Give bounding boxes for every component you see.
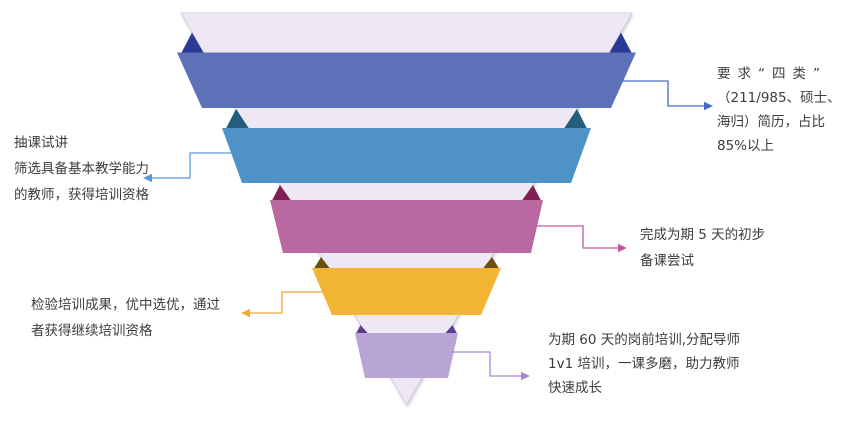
- funnel-band-4-fold-right-icon: [483, 257, 499, 269]
- connector-left-upper-arrowhead-icon: [143, 173, 152, 183]
- connector-left-upper: [152, 152, 232, 179]
- annotation-right-top: 要求“四类” （211/985、硕士、 海归）简历，占比 85%以上: [717, 62, 859, 158]
- connector-left-lower: [250, 291, 323, 314]
- funnel-band-3-fold-left-icon: [272, 185, 291, 201]
- annotation-line: 完成为期 5 天的初步: [640, 227, 766, 243]
- annotation-line: 抽课试讲: [14, 135, 68, 151]
- funnel-band-2-fold-right-icon: [564, 109, 587, 129]
- annotation-line: 筛选具备基本教学能力: [14, 161, 149, 177]
- funnel-band-1-fold-right-icon: [609, 32, 632, 54]
- annotation-line: 85%以上: [717, 138, 775, 154]
- annotation-right-bottom: 为期 60 天的岗前培训,分配导师 1v1 培训，一课多磨，助力教师 快速成长: [548, 328, 740, 400]
- annotation-line: 检验培训成果，优中选优，通过: [31, 297, 220, 313]
- annotation-line: 备课尝试: [640, 253, 694, 269]
- funnel-band-4: [312, 268, 501, 315]
- funnel-band-1-fold-left-icon: [181, 32, 204, 54]
- funnel-band-5: [355, 333, 458, 378]
- annotation-line: 海归）简历，占比: [717, 114, 825, 130]
- funnel-band-5-fold-right-icon: [445, 325, 457, 334]
- annotation-line: 者获得继续培训资格: [31, 323, 153, 339]
- connector-left-lower-arrowhead-icon: [241, 308, 250, 318]
- funnel-band-5-fold-left-icon: [356, 325, 368, 334]
- annotation-left-lower: 检验培训成果，优中选优，通过 者获得继续培训资格: [31, 292, 220, 344]
- annotation-line: 的教师，获得培训资格: [14, 187, 149, 203]
- connector-right-middle: [536, 225, 618, 249]
- funnel-band-3: [270, 200, 543, 253]
- funnel-band-2-fold-left-icon: [226, 109, 249, 129]
- annotation-line: 为期 60 天的岗前培训,分配导师: [548, 332, 741, 348]
- annotation-line: 1v1 培训，一课多磨，助力教师: [548, 356, 740, 372]
- annotation-line: 快速成长: [548, 380, 602, 396]
- connector-right-top: [622, 80, 704, 107]
- annotation-line: （211/985、硕士、: [717, 90, 841, 106]
- annotation-left-upper: 抽课试讲 筛选具备基本教学能力 的教师，获得培训资格: [14, 130, 149, 208]
- connector-right-top-arrowhead-icon: [704, 101, 713, 111]
- annotation-line: 要求“四类”: [717, 66, 827, 82]
- connector-right-middle-arrowhead-icon: [618, 243, 627, 253]
- connector-right-bottom-arrowhead-icon: [521, 371, 530, 381]
- funnel-band-2: [222, 128, 591, 183]
- annotation-right-middle: 完成为期 5 天的初步 备课尝试: [640, 222, 765, 274]
- funnel-band-1: [177, 52, 636, 108]
- connector-right-bottom: [452, 351, 521, 377]
- funnel-band-4-fold-left-icon: [314, 257, 330, 269]
- funnel-band-3-fold-right-icon: [522, 185, 541, 201]
